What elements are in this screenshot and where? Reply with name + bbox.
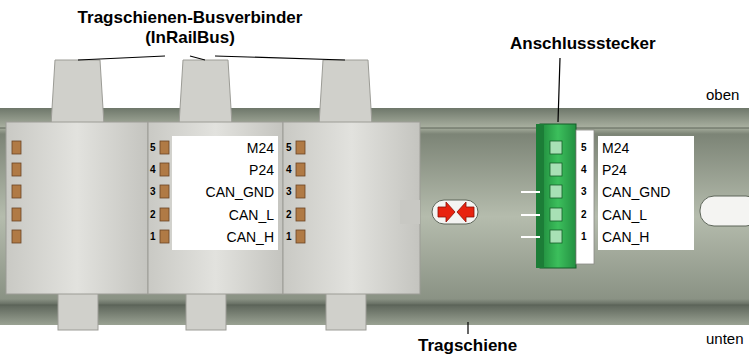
din-rail <box>0 108 749 325</box>
plug-number-strip <box>576 130 594 264</box>
rail-slot <box>700 196 749 226</box>
rail-slot <box>432 200 478 224</box>
label-sticker <box>172 136 278 250</box>
signal-name: CAN_GND <box>602 184 670 201</box>
insert-arrow <box>438 202 455 222</box>
plug-openings <box>550 141 562 243</box>
pin-number: 1 <box>286 231 292 243</box>
pin-number: 5 <box>581 142 587 154</box>
pin-number: 5 <box>286 142 292 154</box>
bus-module <box>283 122 420 294</box>
signal-name: M24 <box>602 140 629 157</box>
signal-name: CAN_L <box>602 207 647 224</box>
pin-number: 3 <box>150 186 156 198</box>
rail-edge <box>0 305 749 306</box>
bus-module <box>6 122 148 294</box>
orientation-label: unten <box>706 330 744 348</box>
signal-name: CAN_GND <box>174 184 274 201</box>
pin-number: 4 <box>581 164 587 176</box>
module-edge <box>400 200 420 224</box>
pin-number: 4 <box>150 164 156 176</box>
part-callout: Tragschiene <box>418 336 517 356</box>
pin-number: 3 <box>286 186 292 198</box>
part-callout: Anschlussstecker <box>510 34 656 54</box>
pin-number: 2 <box>286 209 292 221</box>
signal-name: CAN_H <box>602 229 649 246</box>
connector-plug <box>540 124 576 268</box>
pin-number: 5 <box>150 142 156 154</box>
signal-name: CAN_L <box>174 207 274 224</box>
leader-lines <box>78 56 560 334</box>
part-callout: Tragschienen-Busverbinder (InRailBus) <box>55 8 325 49</box>
insert-arrow <box>457 202 474 222</box>
signal-name: M24 <box>174 140 274 157</box>
pin-number: 4 <box>286 164 292 176</box>
pin-number: 1 <box>581 231 587 243</box>
pin-number: 3 <box>581 186 587 198</box>
pin-number: 2 <box>150 209 156 221</box>
bus-module <box>148 122 283 294</box>
plug-wire-clearance <box>521 192 540 237</box>
pin-number: 1 <box>150 231 156 243</box>
orientation-label: oben <box>706 86 739 104</box>
signal-name: P24 <box>602 162 627 179</box>
signal-name: P24 <box>174 162 274 179</box>
label-sticker <box>598 136 694 250</box>
pin-number: 2 <box>581 209 587 221</box>
connector-plug <box>536 124 544 268</box>
signal-name: CAN_H <box>174 229 274 246</box>
